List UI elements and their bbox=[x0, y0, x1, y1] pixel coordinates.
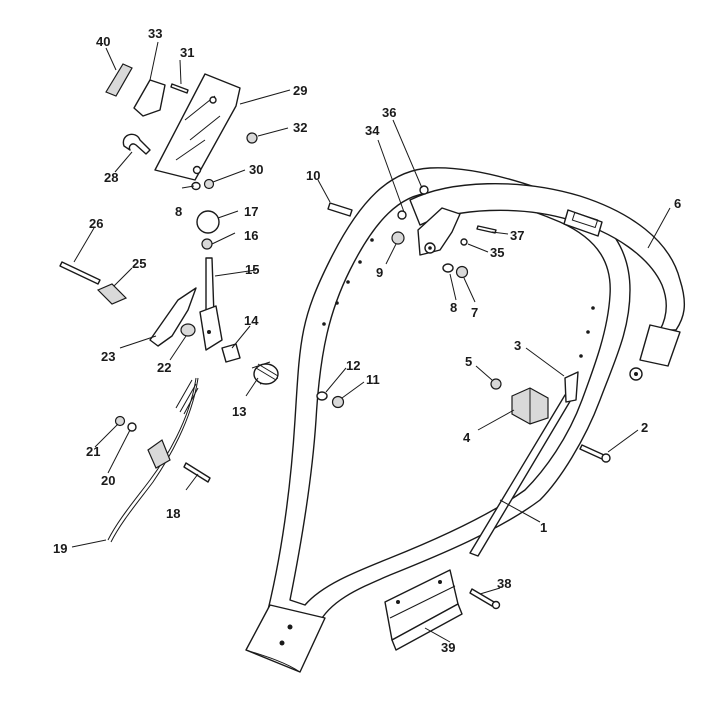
callout-4: 4 bbox=[463, 430, 471, 445]
washer-part-8 bbox=[442, 263, 454, 273]
callout-5: 5 bbox=[465, 354, 472, 369]
callout-25: 25 bbox=[132, 256, 146, 271]
screw-part-38 bbox=[469, 588, 501, 610]
callout-28: 28 bbox=[104, 170, 118, 185]
callout-40: 40 bbox=[96, 34, 110, 49]
callout-12: 12 bbox=[346, 358, 360, 373]
spacer-part-25 bbox=[96, 283, 128, 305]
callout-35: 35 bbox=[490, 245, 504, 260]
nut-part-16 bbox=[201, 238, 213, 250]
callout-14: 14 bbox=[244, 313, 259, 328]
knob-part-9 bbox=[391, 231, 405, 245]
bushing-part-22 bbox=[180, 323, 196, 337]
screw-part-37 bbox=[476, 225, 497, 234]
spacer-part-14 bbox=[221, 343, 241, 363]
switch-part-33 bbox=[133, 79, 166, 117]
handle-frame bbox=[267, 167, 631, 641]
callout-29: 29 bbox=[293, 83, 307, 98]
callout-19: 19 bbox=[53, 541, 67, 556]
link-rod bbox=[469, 371, 579, 557]
callout-36: 36 bbox=[382, 105, 396, 120]
pivot-bracket bbox=[397, 185, 461, 256]
callout-32: 32 bbox=[293, 120, 307, 135]
callout-21: 21 bbox=[86, 444, 100, 459]
nut-part-30 bbox=[203, 178, 215, 190]
washer-part-32 bbox=[246, 132, 258, 144]
callout-11: 11 bbox=[366, 372, 380, 387]
washer-part-20 bbox=[127, 422, 137, 432]
nut-part-21 bbox=[114, 415, 126, 427]
leader-lines bbox=[71, 41, 671, 643]
screw-part-31 bbox=[170, 83, 189, 94]
callout-39: 39 bbox=[441, 640, 455, 655]
callout-34: 34 bbox=[365, 123, 380, 138]
ball-knob-part-17 bbox=[196, 210, 220, 234]
cable-part-19 bbox=[107, 377, 199, 543]
callout-8-left: 8 bbox=[175, 204, 182, 219]
washer-part-12 bbox=[316, 391, 328, 401]
callout-20: 20 bbox=[101, 473, 115, 488]
screw-part-18 bbox=[183, 462, 211, 483]
control-bracket-part-29 bbox=[154, 73, 241, 181]
callout-22: 22 bbox=[157, 360, 171, 375]
hook-part-28 bbox=[122, 133, 151, 155]
callout-8-right: 8 bbox=[450, 300, 457, 315]
washer-part-35 bbox=[460, 238, 468, 246]
callout-9: 9 bbox=[376, 265, 383, 280]
callout-23: 23 bbox=[101, 349, 115, 364]
bolt-part-26 bbox=[59, 261, 101, 285]
cable-clamp bbox=[147, 439, 171, 469]
callout-38: 38 bbox=[497, 576, 511, 591]
nut-part-7 bbox=[455, 265, 469, 279]
callout-17: 17 bbox=[244, 204, 258, 219]
nut-part-11 bbox=[331, 395, 345, 409]
upper-bail-bar bbox=[409, 183, 686, 381]
callout-10: 10 bbox=[306, 168, 320, 183]
callout-13: 13 bbox=[232, 404, 246, 419]
callout-labels: 1 2 3 4 5 6 7 8 9 10 11 12 13 14 15 16 1… bbox=[53, 26, 681, 655]
bolt-part-10 bbox=[327, 202, 353, 217]
callout-31: 31 bbox=[180, 45, 194, 60]
callout-15: 15 bbox=[245, 262, 259, 277]
callout-33: 33 bbox=[148, 26, 162, 41]
callout-1: 1 bbox=[540, 520, 547, 535]
callout-26: 26 bbox=[89, 216, 103, 231]
callout-2: 2 bbox=[641, 420, 648, 435]
callout-37: 37 bbox=[510, 228, 524, 243]
callout-30: 30 bbox=[249, 162, 263, 177]
clip-part-4 bbox=[511, 387, 549, 425]
label-part-40 bbox=[105, 63, 133, 97]
callout-18: 18 bbox=[166, 506, 180, 521]
bracket-part-23 bbox=[149, 287, 197, 347]
spring-part-13 bbox=[251, 361, 279, 385]
bracket-part-39 bbox=[384, 569, 463, 651]
callout-16: 16 bbox=[244, 228, 258, 243]
callout-7: 7 bbox=[471, 305, 478, 320]
screw-part-2 bbox=[579, 444, 611, 463]
frame-foot-bracket bbox=[245, 604, 326, 673]
nut-part-5 bbox=[490, 378, 502, 390]
lever-part-15 bbox=[199, 257, 223, 351]
callout-3: 3 bbox=[514, 338, 521, 353]
callout-6: 6 bbox=[674, 196, 681, 211]
